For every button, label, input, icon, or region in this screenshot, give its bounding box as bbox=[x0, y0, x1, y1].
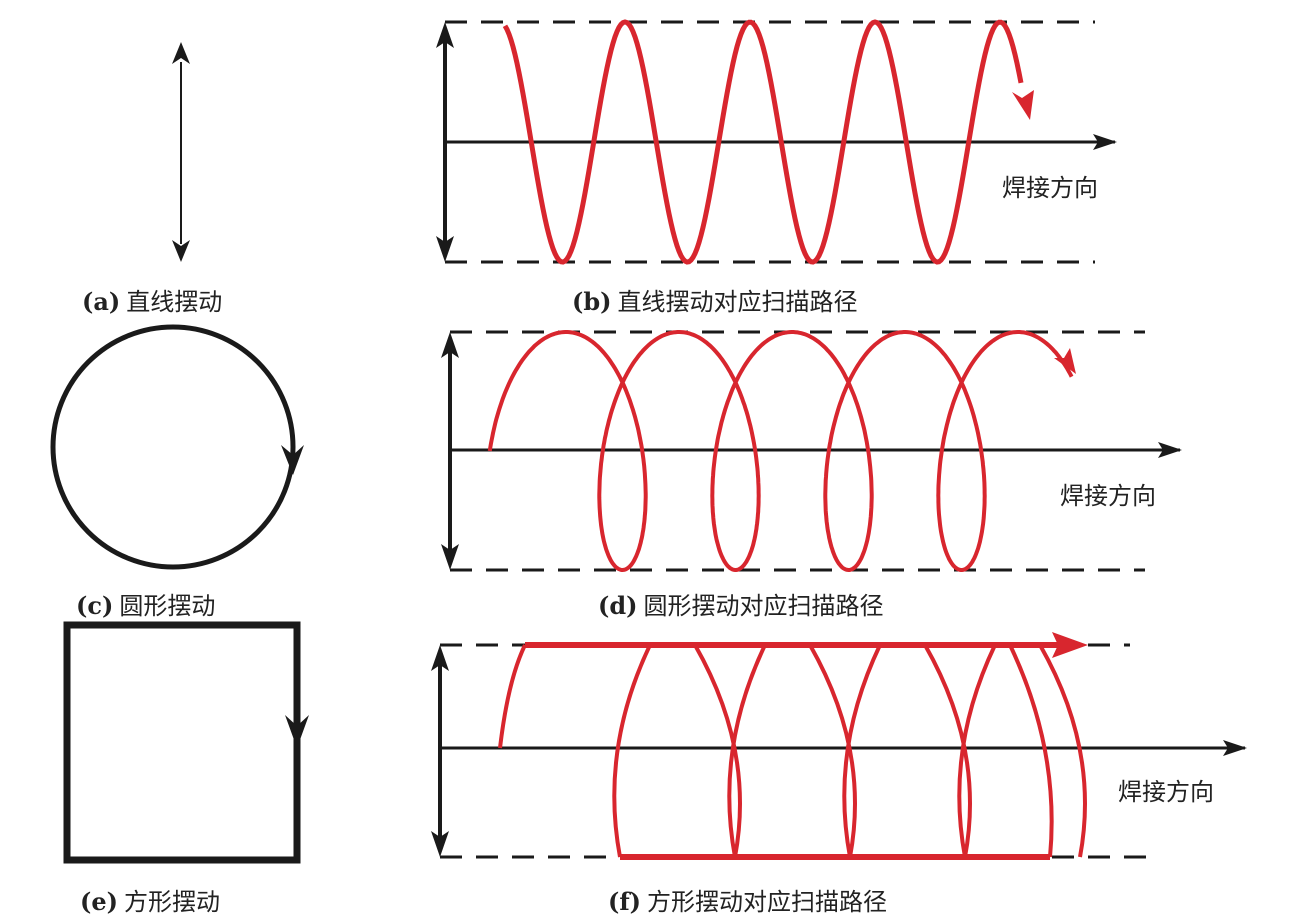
panel-f-frame bbox=[431, 643, 1247, 859]
caption-tag: (e) bbox=[80, 887, 118, 916]
caption-tag: (d) bbox=[598, 591, 638, 620]
scan-arc-left bbox=[842, 644, 882, 858]
caption-tag: (b) bbox=[572, 287, 612, 316]
path-end-arrow-icon bbox=[1054, 348, 1076, 374]
caption-f: (f)方形摆动对应扫描路径 bbox=[608, 882, 887, 917]
scan-arc-left bbox=[957, 644, 997, 858]
arrowhead-up-icon bbox=[172, 42, 190, 64]
caption-text: 方形摆动 bbox=[123, 888, 220, 916]
linear-scan-path bbox=[502, 19, 1024, 265]
scan-arc-right bbox=[808, 644, 857, 858]
welding-direction-label: 焊接方向 bbox=[1002, 174, 1098, 202]
caption-tag: (c) bbox=[76, 591, 114, 620]
arrowhead-down-icon bbox=[172, 240, 190, 262]
scan-arc-right bbox=[693, 644, 742, 858]
arrowhead-down-icon bbox=[281, 445, 304, 475]
welding-direction-label: 焊接方向 bbox=[1060, 482, 1156, 510]
panel-b-frame bbox=[436, 20, 1117, 264]
square-swing bbox=[63, 621, 301, 864]
caption-text: 圆形摆动对应扫描路径 bbox=[643, 592, 884, 620]
scan-arc-left bbox=[727, 644, 767, 858]
circular-scan-path bbox=[487, 330, 1074, 572]
caption-e: (e)方形摆动 bbox=[80, 882, 220, 917]
caption-text: 直线摆动对应扫描路径 bbox=[617, 288, 858, 316]
arrowhead-down-icon bbox=[285, 715, 309, 748]
caption-text: 方形摆动对应扫描路径 bbox=[647, 888, 888, 916]
caption-a: (a)直线摆动 bbox=[82, 282, 222, 317]
welding-direction-label: 焊接方向 bbox=[1118, 778, 1214, 806]
square-scan-path bbox=[498, 642, 1087, 860]
scan-arc-right bbox=[1038, 644, 1087, 858]
scan-arc-right bbox=[1008, 644, 1054, 858]
caption-tag: (f) bbox=[608, 887, 642, 916]
circular-swing bbox=[50, 324, 296, 570]
caption-text: 直线摆动 bbox=[126, 288, 223, 316]
caption-c: (c)圆形摆动 bbox=[76, 586, 215, 621]
caption-tag: (a) bbox=[82, 287, 121, 316]
path-end-arrow-icon bbox=[1052, 632, 1088, 658]
caption-text: 圆形摆动 bbox=[119, 592, 216, 620]
caption-b: (b)直线摆动对应扫描路径 bbox=[572, 282, 858, 317]
path-end-arrow-icon bbox=[1012, 90, 1034, 120]
caption-d: (d)圆形摆动对应扫描路径 bbox=[598, 586, 884, 621]
scan-arc-left bbox=[612, 644, 652, 858]
scan-arc-right bbox=[923, 644, 972, 858]
